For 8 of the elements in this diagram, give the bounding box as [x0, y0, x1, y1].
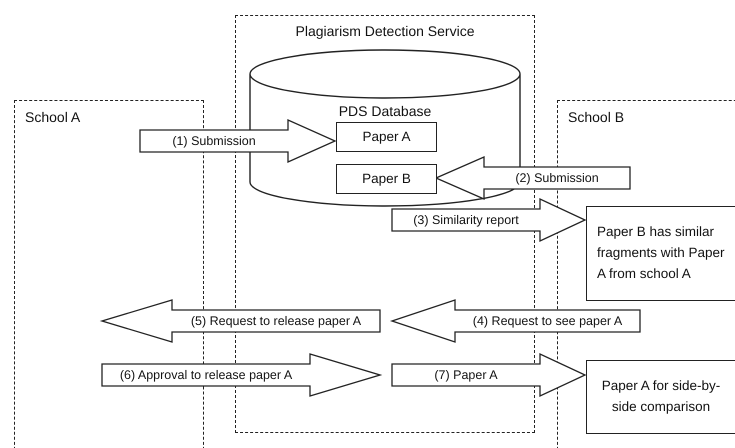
- boundary-title: School B: [568, 109, 624, 125]
- boundary-title: Plagiarism Detection Service: [294, 23, 476, 39]
- document-box: Paper A for side-by-side comparison: [586, 360, 735, 434]
- document-box: Paper B: [336, 164, 437, 194]
- document-box: Paper A: [336, 122, 437, 152]
- boundary-title: School A: [25, 109, 80, 125]
- document-box: Paper B has similar fragments with Paper A from school A: [586, 206, 735, 301]
- database-label: PDS Database: [338, 103, 432, 119]
